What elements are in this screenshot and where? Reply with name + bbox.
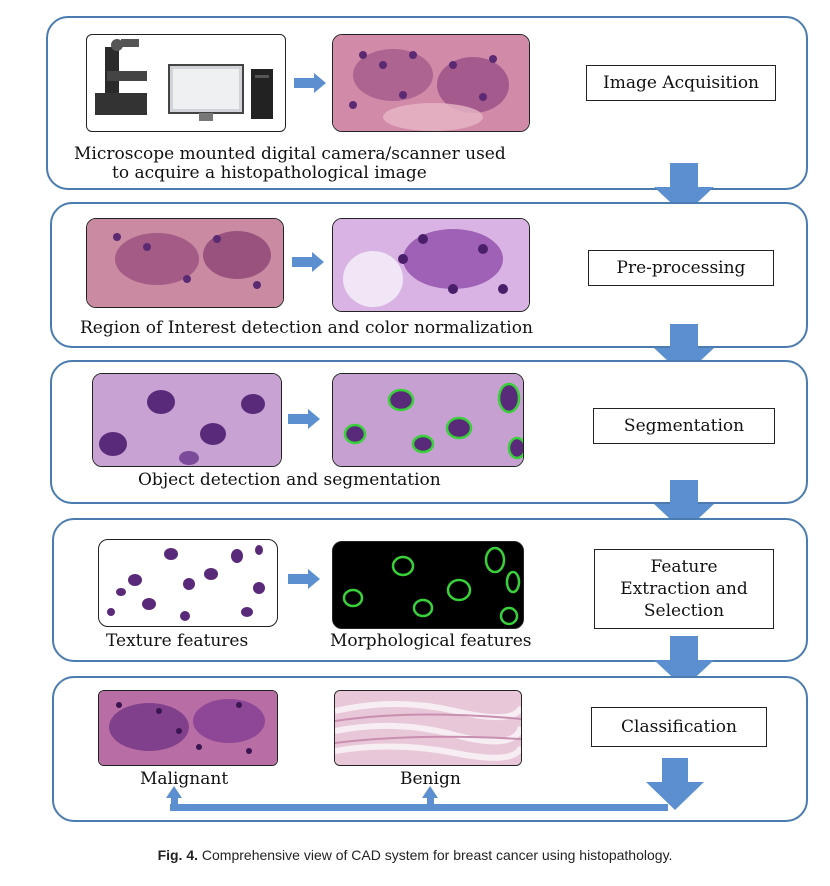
step-image-acquisition: Image Acquisition: [586, 65, 776, 101]
right-arrow-icon: [294, 73, 326, 93]
figure-caption: Fig. 4. Comprehensive view of CAD system…: [0, 847, 830, 863]
figure-caption-label: Fig. 4.: [157, 847, 199, 863]
microscope-computer-image: [86, 34, 286, 132]
histology-image-segmented: [332, 373, 524, 467]
down-arrow-icon: [654, 163, 714, 215]
step-preprocessing: Pre-processing: [588, 250, 774, 286]
caption-benign: Benign: [400, 769, 461, 789]
step-classification: Classification: [591, 707, 767, 747]
malignant-tissue-image: [98, 690, 278, 766]
caption-segmentation: Object detection and segmentation: [138, 470, 441, 490]
morphological-features-image: [332, 541, 524, 629]
caption-malignant: Malignant: [140, 769, 229, 789]
classification-output-arrows: [166, 758, 704, 811]
step-feature-extraction: Feature Extraction and Selection: [594, 549, 774, 629]
right-arrow-icon: [288, 409, 320, 429]
step-segmentation: Segmentation: [593, 408, 775, 444]
histology-image-raw: [332, 34, 530, 132]
down-arrow-icon: [654, 324, 714, 376]
caption-morphological-features: Morphological features: [330, 631, 532, 651]
texture-features-image: [98, 539, 278, 627]
caption-preprocessing: Region of Interest detection and color n…: [80, 318, 533, 338]
caption-acquisition-line1: Microscope mounted digital camera/scanne…: [74, 144, 506, 164]
down-arrow-icon: [654, 480, 714, 532]
histology-image-nuclei: [92, 373, 282, 467]
benign-tissue-image: [334, 690, 522, 766]
down-arrow-icon: [654, 636, 714, 688]
caption-texture-features: Texture features: [106, 631, 249, 651]
histology-image-normalized: [332, 218, 530, 312]
right-arrow-icon: [288, 569, 320, 589]
histology-image-roi: [86, 218, 284, 308]
figure-caption-text: Comprehensive view of CAD system for bre…: [198, 847, 673, 863]
caption-acquisition-line2: to acquire a histopathological image: [112, 163, 427, 183]
right-arrow-icon: [292, 252, 324, 272]
